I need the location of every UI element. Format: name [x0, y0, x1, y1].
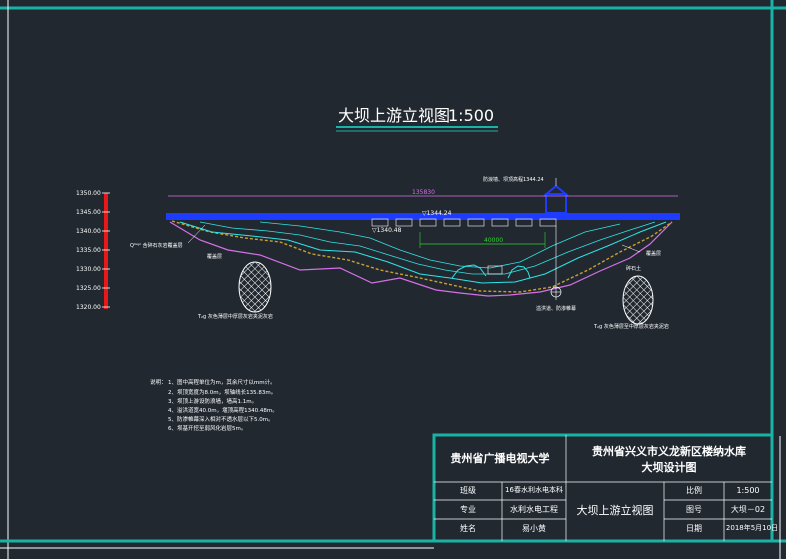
row-label-class: 班级 [460, 486, 476, 495]
top-note: 防浪墙、坝顶高程1344.24 [483, 176, 544, 183]
elevation-tick-label: 1345.00 [76, 209, 101, 216]
left-bank-leader [187, 224, 206, 244]
right-label-date: 日期 [686, 524, 702, 533]
left-bank-annotation: Q⁰ᵉᵖⁱ 含碎石灰岩覆盖层 [130, 242, 183, 249]
note-line: 4、溢洪道宽40.0m，堰顶高程1340.48m。 [168, 406, 278, 414]
rock-symbol-right [622, 275, 654, 325]
project-subtitle: 大坝设计图 [641, 461, 697, 474]
elevation-tick-label: 1330.00 [76, 266, 101, 273]
cyan-profile-core [259, 221, 621, 269]
drawing-scale: 1:500 [448, 106, 494, 125]
spillway-width-label: 40000 [484, 237, 503, 244]
note-line: 1、图中高程单位为m，其余尺寸以mm计。 [168, 378, 276, 386]
note-line: 5、防渗帷幕深入相对不透水层以下5.0m。 [168, 415, 274, 423]
water-level-label: ▽1340.48 [372, 227, 402, 234]
right-bank-annotation: 碎石土 [626, 265, 641, 272]
row-value-name: 易小黄 [522, 524, 546, 533]
geology-boundary-line [169, 221, 673, 297]
parapet-segments [371, 218, 557, 227]
crest-elevation-label: ▽1344.24 [422, 210, 452, 217]
crest-length-label: 135830 [412, 189, 435, 196]
dam-crest-beam [166, 213, 680, 220]
sheet-title: 大坝上游立视图 [576, 504, 654, 517]
gate-house [545, 193, 567, 214]
right-value-date: 2018年5月10日 [725, 524, 779, 532]
row-value-major: 水利水电工程 [510, 505, 558, 514]
elevation-scale-bar [104, 193, 108, 309]
row-label-major: 专业 [460, 505, 476, 514]
notes-heading: 说明： [150, 378, 167, 386]
note-line: 3、坝顶上游设防浪墙，墙高1.1m。 [168, 397, 257, 405]
row-label-name: 姓名 [460, 524, 476, 533]
note-line: 2、坝顶宽度为8.0m，坝轴线长135.83m。 [168, 388, 276, 396]
right-bank-leader [621, 244, 641, 253]
rock-symbol-left [238, 261, 272, 313]
elevation-tick-label: 1325.00 [76, 285, 101, 292]
bottom-right-annotation: T₂g 灰色薄层至中厚层灰岩夹泥岩 [593, 323, 669, 330]
right-value-drawing-no: 大坝－02 [730, 505, 766, 514]
project-name: 贵州省兴义市义龙新区楼纳水库 [592, 445, 746, 458]
elevation-tick-label: 1340.00 [76, 228, 101, 235]
elevation-tick-label: 1320.00 [76, 304, 101, 311]
row-value-class: 16春水利水电本科 [505, 486, 563, 494]
right-label-scale: 比例 [686, 486, 702, 495]
outlet-structure [487, 265, 503, 275]
school-name: 贵州省广播电视大学 [450, 452, 550, 465]
drawing-title: 大坝上游立视图 [338, 106, 450, 125]
right-bank-annotation: 覆盖层 [646, 250, 661, 257]
elevation-tick-label: 1350.00 [76, 190, 101, 197]
note-line: 6、坝基开挖至弱风化岩层5m。 [168, 424, 246, 432]
bedrock-excavation-line [171, 220, 673, 293]
bottom-left-annotation: T₂g 灰色薄层中厚层灰岩夹泥灰岩 [197, 313, 273, 320]
spillway-arch-left [451, 264, 487, 279]
left-bank-annotation: 覆盖层 [207, 253, 222, 260]
spillway-arch-right [507, 265, 531, 279]
elevation-tick-label: 1335.00 [76, 247, 101, 254]
cyan-profile-inner [199, 221, 656, 275]
right-label-drawing-no: 图号 [686, 505, 702, 514]
elevation-scale-ticks [102, 192, 110, 308]
cyan-profile-outer [179, 221, 667, 284]
right-value-scale: 1:500 [736, 486, 760, 495]
title-block [432, 433, 786, 559]
bottom-center-annotation: 溢洪道、防渗帷幕 [536, 305, 576, 312]
